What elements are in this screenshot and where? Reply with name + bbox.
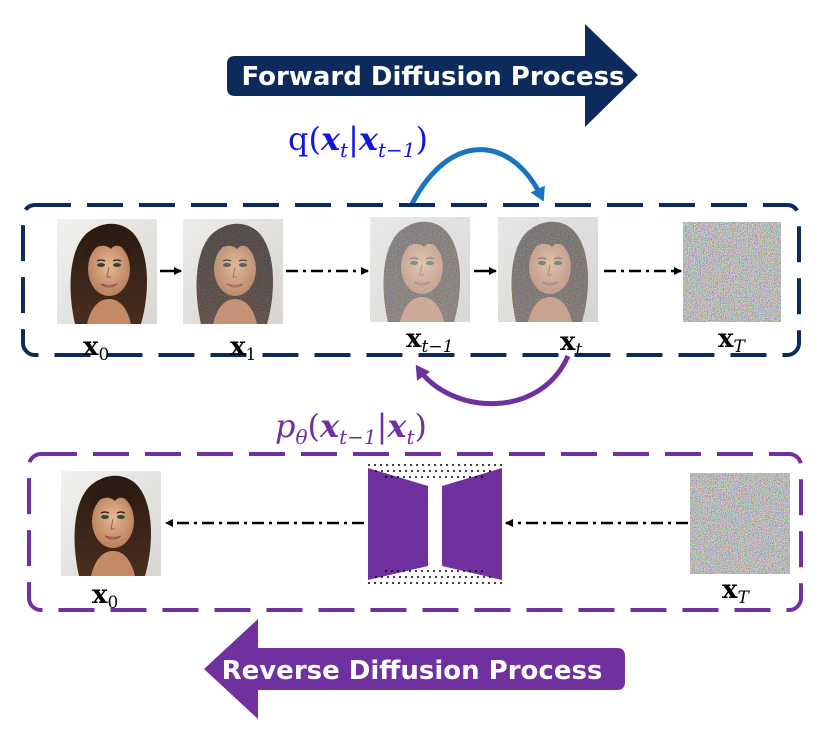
forward-arrow-shape (227, 24, 638, 127)
label-forward-x1: x1 (230, 332, 256, 365)
forward-process-title: Forward Diffusion Process (241, 62, 624, 92)
reverse-step-arc (415, 354, 571, 407)
label-forward-xt: xt (560, 327, 583, 360)
label-reverse-xT: xT (722, 575, 751, 608)
forward-process-banner: Forward Diffusion Process (227, 24, 638, 127)
image-x0-clean (56, 218, 158, 325)
image-xt-minus-1-noisy (369, 216, 471, 323)
reverse-process-banner: Reverse Diffusion Process (204, 619, 625, 719)
forward-chain-box (21, 203, 801, 357)
image-reverse-x0-clean (60, 470, 162, 577)
svg-text:x0: x0 (83, 332, 109, 365)
reverse-equation: pθ(xt−1|xt) (275, 407, 427, 449)
reverse-arrow-shape (204, 619, 625, 719)
svg-text:xT: xT (718, 324, 747, 357)
label-forward-xt-minus-1: xt−1 (406, 324, 453, 357)
forward-step-arc (409, 147, 545, 206)
svg-text:xt: xt (560, 327, 583, 360)
svg-text:xt−1: xt−1 (406, 324, 453, 357)
reverse-process-title: Reverse Diffusion Process (222, 656, 603, 686)
image-reverse-xT-noise (690, 473, 790, 574)
denoising-network-icon (368, 464, 502, 584)
svg-text:x0: x0 (92, 580, 118, 613)
image-x1-slight-noise (182, 218, 284, 325)
label-forward-x0: x0 (83, 332, 109, 365)
label-reverse-x0: x0 (92, 580, 118, 613)
image-xT-pure-noise (683, 222, 781, 322)
image-xt-noisy (497, 216, 599, 323)
reverse-chain-box (27, 452, 803, 612)
forward-equation: q(xt|xt−1) (288, 120, 428, 162)
label-forward-xT: xT (718, 324, 747, 357)
svg-text:xT: xT (722, 575, 751, 608)
svg-text:x1: x1 (230, 332, 256, 365)
